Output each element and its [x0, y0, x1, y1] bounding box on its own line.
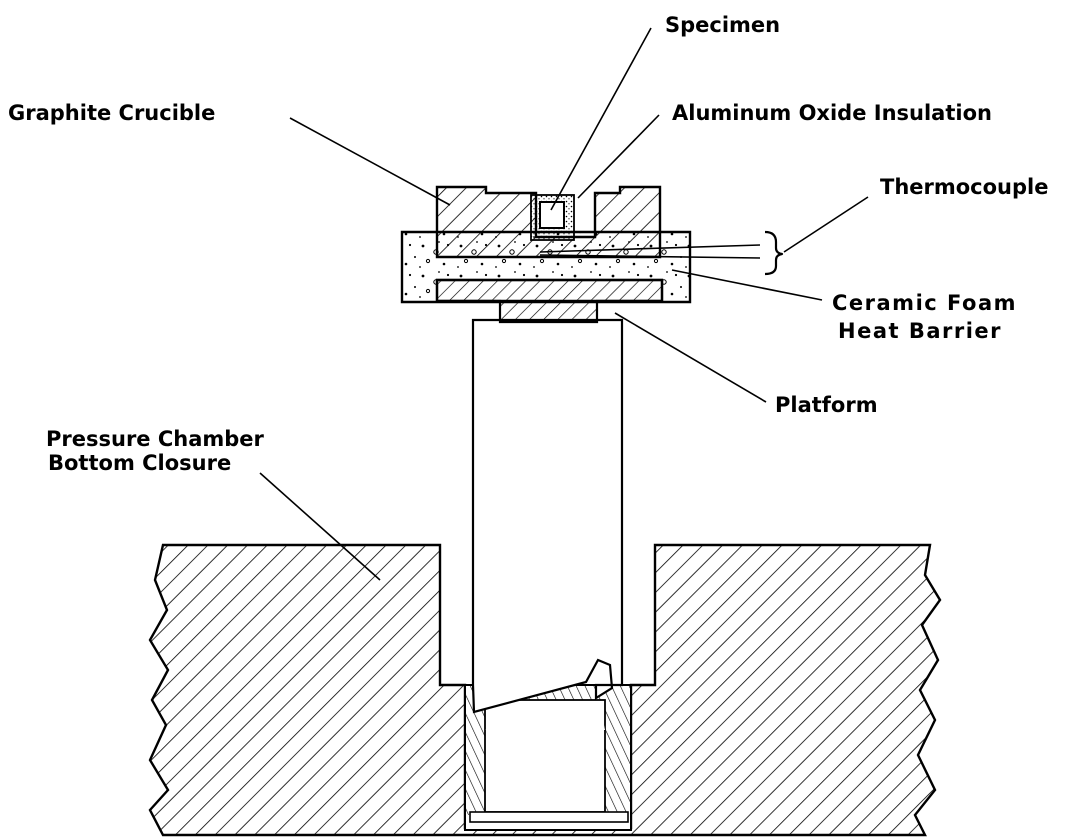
threaded-socket	[464, 684, 632, 831]
label-graphite-crucible: Graphite Crucible	[8, 101, 215, 125]
thermocouple-leader	[783, 196, 869, 253]
thermocouple-wires	[539, 230, 784, 276]
label-thermocouple: Thermocouple	[880, 175, 1048, 199]
label-specimen: Specimen	[665, 13, 780, 37]
graphite-crucible-leader	[289, 117, 451, 206]
support-column	[471, 318, 624, 730]
leader-lines	[259, 27, 869, 581]
label-aluminum-oxide-insulation: Aluminum Oxide Insulation	[672, 101, 992, 125]
labels: Specimen Aluminum Oxide Insulation Graph…	[8, 13, 1048, 475]
label-ceramic-foam-line2: Heat Barrier	[838, 319, 1002, 343]
aluminum-oxide-leader	[577, 114, 660, 199]
specimen	[539, 201, 565, 229]
ceramic-foam-leader	[671, 269, 823, 301]
pressure-chamber-leader	[259, 472, 381, 581]
label-ceramic-foam-line1: Ceramic Foam	[832, 291, 1017, 315]
label-pressure-chamber-line2: Bottom Closure	[48, 451, 231, 475]
specimen-leader	[550, 27, 652, 211]
platform-leader	[614, 312, 767, 403]
label-pressure-chamber-line1: Pressure Chamber	[46, 427, 265, 451]
label-platform: Platform	[775, 393, 878, 417]
